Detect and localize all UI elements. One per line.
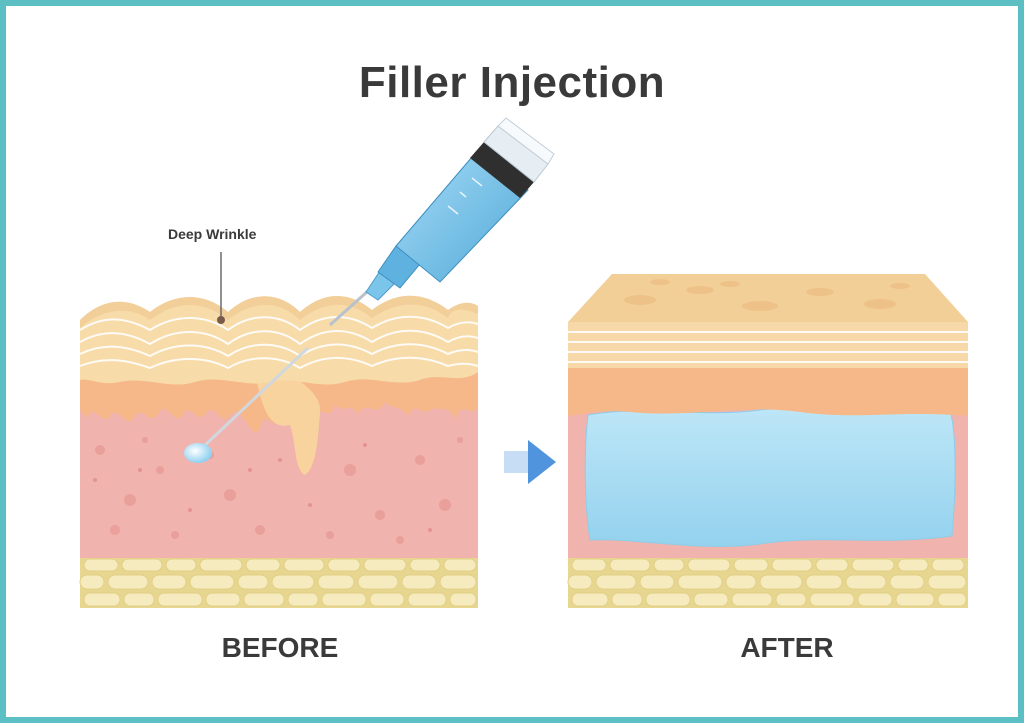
syringe <box>328 117 555 327</box>
before-surface-shading <box>80 295 478 328</box>
deep-wrinkle-label: Deep Wrinkle <box>168 226 257 242</box>
after-skin-block <box>567 274 968 608</box>
filler-bubble <box>184 443 212 463</box>
transition-arrow <box>504 440 556 484</box>
after-filler-volume <box>584 407 956 547</box>
diagram-title: Filler Injection <box>358 58 666 107</box>
before-caption: BEFORE <box>221 632 339 663</box>
injection-track <box>200 346 310 450</box>
after-epidermis-lines <box>568 331 968 363</box>
syringe-plunger-tip <box>470 142 534 198</box>
syringe-barrel <box>395 149 529 283</box>
after-papillary-layer <box>568 366 968 416</box>
after-skin-surface <box>568 274 968 322</box>
before-filler-drip <box>255 372 321 475</box>
after-epidermis-layer <box>568 322 968 368</box>
before-fat-layer <box>79 556 478 608</box>
after-fat-layer <box>567 556 968 608</box>
before-skin-block <box>79 252 479 608</box>
wrinkle-callout-dot <box>217 316 225 324</box>
after-caption: AFTER <box>740 632 834 663</box>
